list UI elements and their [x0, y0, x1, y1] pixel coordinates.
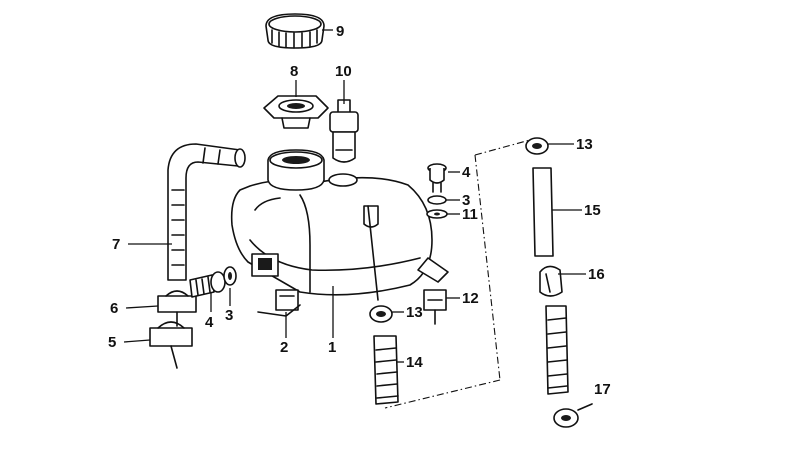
washer-right-11	[426, 209, 448, 219]
hose-clamp-upper	[157, 290, 197, 327]
label-1: 1	[328, 339, 336, 356]
cap	[265, 13, 325, 49]
hose-15	[532, 167, 554, 257]
label-7: 7	[112, 236, 120, 253]
part-number-labels: 9 8 10 7 6 5 4 3 2 1 4 3 11 12 13 14 13 …	[108, 23, 611, 398]
label-8: 8	[290, 63, 298, 80]
label-15: 15	[584, 202, 601, 219]
label-11: 11	[462, 206, 478, 223]
filler-neck-plate	[263, 95, 329, 129]
label-9: 9	[336, 23, 344, 40]
clip-nut	[423, 289, 447, 325]
label-6: 6	[110, 300, 118, 317]
bolt-left	[189, 271, 226, 298]
label-13-right: 13	[576, 136, 593, 153]
leader-lines	[123, 29, 586, 363]
label-14: 14	[406, 354, 423, 371]
hose-clamp-17	[553, 403, 593, 428]
level-sensor	[329, 99, 359, 163]
label-17: 17	[594, 381, 611, 398]
label-12: 12	[462, 290, 479, 307]
hose-clamp-16	[539, 265, 563, 297]
label-16: 16	[588, 266, 605, 283]
hose-clamp-13-right	[525, 137, 549, 155]
expansion-tank	[230, 149, 449, 296]
assembly-line	[384, 139, 531, 409]
hose-14	[373, 335, 399, 405]
label-4-left: 4	[205, 314, 214, 331]
center-guide-line	[367, 205, 379, 301]
bolt-right	[427, 163, 447, 193]
label-5: 5	[108, 334, 116, 351]
label-3-left: 3	[225, 307, 233, 324]
washer-right-3	[427, 195, 447, 205]
hose-17	[545, 305, 569, 395]
label-3-right: 3	[462, 192, 470, 209]
bent-hose	[167, 143, 246, 281]
label-10: 10	[335, 63, 352, 80]
hose-clamp-lower	[149, 321, 193, 369]
hose-clamp-13-center	[369, 305, 393, 323]
label-4-right: 4	[462, 164, 471, 181]
washer-left	[223, 266, 237, 286]
label-13-center: 13	[406, 304, 423, 321]
bracket-nut	[257, 289, 301, 317]
label-2: 2	[280, 339, 288, 356]
